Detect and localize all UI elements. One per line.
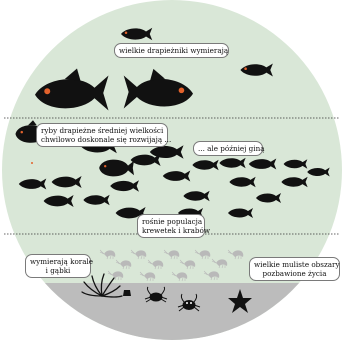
- label-medium-predators: ryby drapieżne średniej wielkości chwilo…: [36, 123, 168, 147]
- label-big-predators: wielkie drapieżniki wymierają: [114, 43, 229, 58]
- label-later-die: ... ale później giną: [193, 141, 263, 156]
- red-dot: [31, 162, 33, 164]
- label-dead-zones: wielkie muliste obszary pozbawione życia: [249, 257, 340, 281]
- sponge-icon: [123, 290, 131, 296]
- seafloor: [0, 283, 344, 341]
- label-shrimp-population: rośnie populacja krewetek i krabów: [137, 214, 205, 238]
- label-corals: wymierają korale i gąbki: [25, 254, 91, 278]
